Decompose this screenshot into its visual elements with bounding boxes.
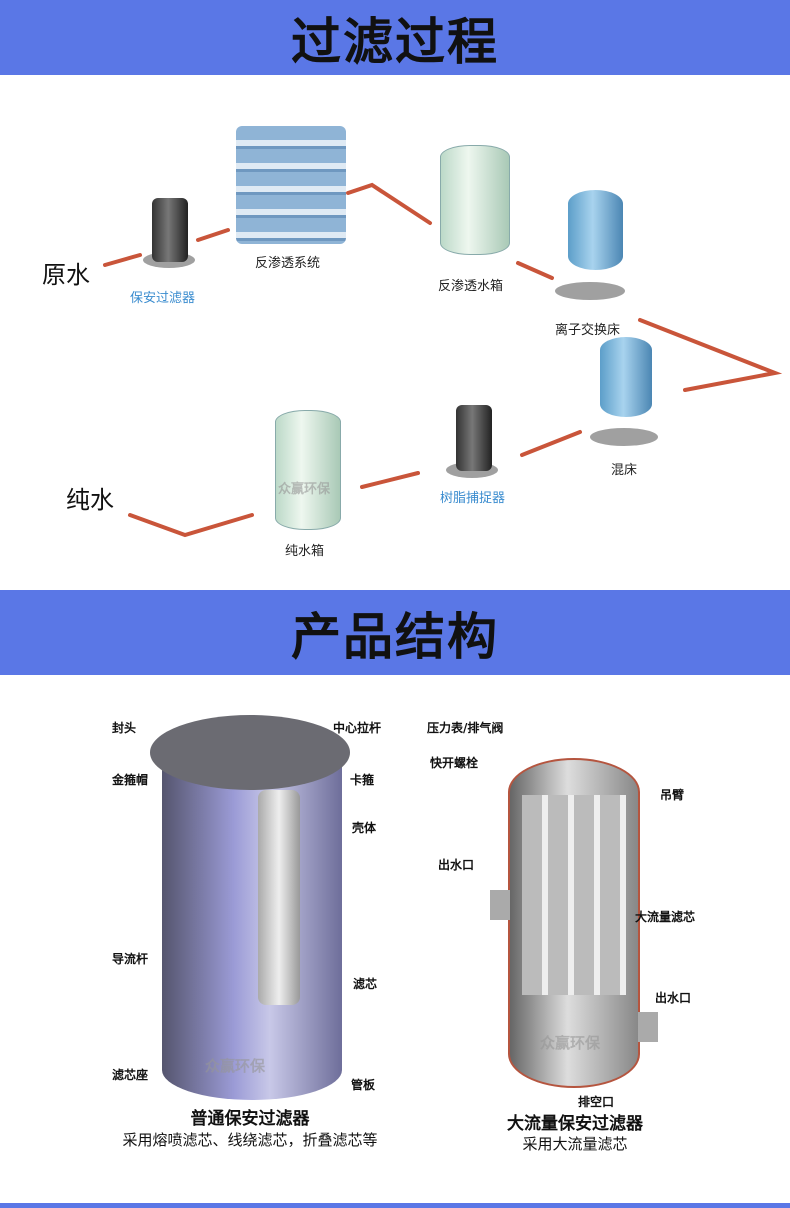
part-label: 封头 xyxy=(112,721,137,735)
part-label: 出水口 xyxy=(655,991,692,1005)
bottom-divider xyxy=(0,1203,790,1208)
step-label: 保安过滤器 xyxy=(130,291,196,306)
high-flow-cartridge xyxy=(522,795,626,995)
product-subtitle: 采用大流量滤芯 xyxy=(522,1135,628,1153)
arrow xyxy=(520,430,582,457)
part-label: 滤芯座 xyxy=(112,1068,149,1082)
product-subtitle: 采用熔喷滤芯、线绕滤芯，折叠滤芯等 xyxy=(122,1131,378,1149)
outlet-pipe xyxy=(490,890,510,920)
watermark: 众赢环保 xyxy=(278,482,331,497)
part-label: 压力表/排气阀 xyxy=(427,721,504,735)
arrow xyxy=(128,513,254,538)
part-label: 排空口 xyxy=(578,1095,615,1109)
arrow xyxy=(638,318,783,392)
part-label: 快开螺栓 xyxy=(430,756,479,770)
part-label: 壳体 xyxy=(352,821,377,835)
watermark: 众赢环保 xyxy=(540,1034,601,1052)
ion-exchange-icon xyxy=(568,190,623,270)
section-header-structure: 产品结构 xyxy=(0,590,790,675)
arrow xyxy=(360,471,420,489)
part-label: 中心拉杆 xyxy=(333,721,382,735)
step-label: 离子交换床 xyxy=(555,323,621,338)
filter-cartridge xyxy=(258,790,300,1005)
part-label: 大流量滤芯 xyxy=(635,910,696,924)
pure-water-label: 纯水 xyxy=(66,486,114,514)
part-label: 卡箍 xyxy=(350,773,375,787)
arrow xyxy=(346,182,432,225)
section-header-process: 过滤过程 xyxy=(0,0,790,75)
base xyxy=(555,282,625,300)
section-title: 产品结构 xyxy=(291,607,499,666)
product-title: 普通保安过滤器 xyxy=(190,1109,310,1129)
part-label: 出水口 xyxy=(438,858,475,872)
step-label: 树脂捕捉器 xyxy=(440,491,506,506)
ro-tank-icon xyxy=(440,145,510,255)
part-label: 导流杆 xyxy=(112,952,149,966)
raw-water-label: 原水 xyxy=(42,261,90,289)
ro-system-icon xyxy=(236,126,346,244)
resin-trap-icon xyxy=(456,405,492,471)
part-label: 金箍帽 xyxy=(112,773,149,787)
outlet-pipe xyxy=(638,1012,658,1042)
flow-arrows xyxy=(103,182,783,538)
filter-head xyxy=(150,715,350,790)
product-title: 大流量保安过滤器 xyxy=(507,1114,643,1134)
section-title: 过滤过程 xyxy=(291,12,499,71)
step-label: 混床 xyxy=(611,463,638,478)
base xyxy=(590,428,658,446)
mixed-bed-icon xyxy=(600,337,652,417)
arrow xyxy=(196,228,230,242)
watermark: 众赢环保 xyxy=(205,1057,266,1075)
arrow xyxy=(103,253,142,267)
arrow xyxy=(516,261,554,280)
step-label: 反渗透系统 xyxy=(255,256,321,271)
pure-tank-icon xyxy=(275,410,341,530)
security-filter-icon xyxy=(152,198,188,262)
part-label: 吊臂 xyxy=(660,788,685,802)
part-label: 滤芯 xyxy=(353,977,378,991)
step-label: 反渗透水箱 xyxy=(438,279,504,294)
step-label: 纯水箱 xyxy=(285,544,325,559)
part-label: 管板 xyxy=(351,1078,376,1092)
